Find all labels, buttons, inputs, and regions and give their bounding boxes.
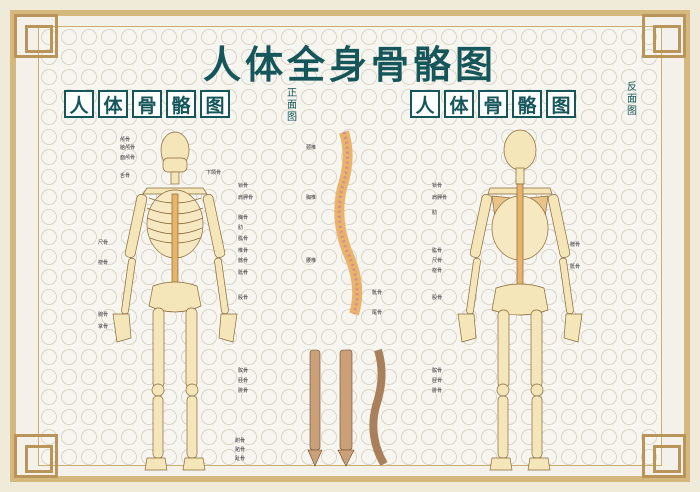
tag-char: 面 (627, 94, 637, 105)
label-patella: 髌骨 (238, 368, 249, 374)
page-title: 人体全身骨骼图 (202, 42, 497, 87)
corner-ornament (642, 14, 686, 58)
label-sacrum: 骶骨 (238, 270, 249, 276)
heading-char: 体 (444, 90, 474, 118)
label-ulna: 尺骨 (98, 240, 109, 246)
front-heading: 人 体 骨 骼 图 (64, 90, 230, 118)
spine-side-view (334, 130, 363, 316)
label-rib: 肋 (238, 225, 244, 231)
label-back-femur: 股骨 (432, 295, 443, 301)
tag-char: 图 (287, 112, 297, 123)
label-cranium: 脑颅骨 (120, 145, 136, 151)
label-back-clavicle: 锁骨 (432, 183, 443, 189)
label-phalanx: 趾骨 (235, 456, 246, 462)
label-mandible: 下颌骨 (206, 170, 222, 176)
corner-ornament (642, 434, 686, 478)
label-tarsal: 跗骨 (235, 438, 246, 444)
heading-char: 骼 (166, 90, 196, 118)
heading-char: 体 (98, 90, 128, 118)
label-radius: 桡骨 (98, 260, 109, 266)
label-ilium: 髂骨 (238, 258, 249, 264)
heading-char: 人 (64, 90, 94, 118)
label-coccyx: 尾骨 (372, 310, 383, 316)
label-skull: 颅骨 (120, 137, 131, 143)
label-fibula: 腓骨 (238, 388, 249, 394)
label-back-radius: 桡骨 (432, 268, 443, 274)
tag-char: 反 (627, 82, 637, 93)
label-clavicle: 锁骨 (238, 183, 249, 189)
tag-char: 图 (627, 106, 637, 117)
label-femur: 股骨 (238, 295, 249, 301)
label-lumbar: 腰椎 (306, 258, 317, 264)
label-face: 面颅骨 (120, 155, 136, 161)
label-sacral: 骶骨 (372, 290, 383, 296)
label-scapula: 肩胛骨 (238, 195, 254, 201)
corner-ornament (14, 434, 58, 478)
heading-char: 骨 (132, 90, 162, 118)
label-back-tibia: 胫骨 (432, 378, 443, 384)
heading-char: 人 (410, 90, 440, 118)
heading-char: 图 (200, 90, 230, 118)
label-back-rib: 肋 (432, 210, 438, 216)
label-thoracic: 胸椎 (306, 195, 317, 201)
label-humerus: 肱骨 (238, 236, 249, 242)
label-back-hip: 髋骨 (570, 242, 581, 248)
heading-char: 图 (546, 90, 576, 118)
tag-char: 正 (287, 88, 297, 99)
corner-ornament (14, 14, 58, 58)
heading-char: 骼 (512, 90, 542, 118)
label-back-fibula: 腓骨 (432, 388, 443, 394)
label-hand: 掌骨 (98, 324, 109, 330)
label-vertebra: 椎骨 (238, 248, 249, 254)
tag-char: 面 (287, 100, 297, 111)
label-tibia: 胫骨 (238, 378, 249, 384)
label-back-humerus: 肱骨 (432, 248, 443, 254)
back-heading: 人 体 骨 骼 图 (410, 90, 576, 118)
label-back-ulna: 尺骨 (432, 258, 443, 264)
label-cervical: 颈椎 (306, 145, 317, 151)
heading-char: 骨 (478, 90, 508, 118)
spine-three-views (307, 348, 388, 467)
label-back-sacrum: 骶骨 (570, 264, 581, 270)
label-metatarsal: 跖骨 (235, 447, 246, 453)
back-view-tag: 反 面 图 (626, 82, 638, 118)
label-sternum: 胸骨 (238, 215, 249, 221)
label-tongue: 舌骨 (120, 173, 131, 179)
label-back-patella: 髌骨 (432, 368, 443, 374)
label-back-scapula: 肩胛骨 (432, 195, 448, 201)
back-skeleton (457, 129, 583, 471)
label-carpal: 腕骨 (98, 312, 109, 318)
front-skeleton (112, 131, 238, 471)
front-view-tag: 正 面 图 (286, 88, 298, 124)
